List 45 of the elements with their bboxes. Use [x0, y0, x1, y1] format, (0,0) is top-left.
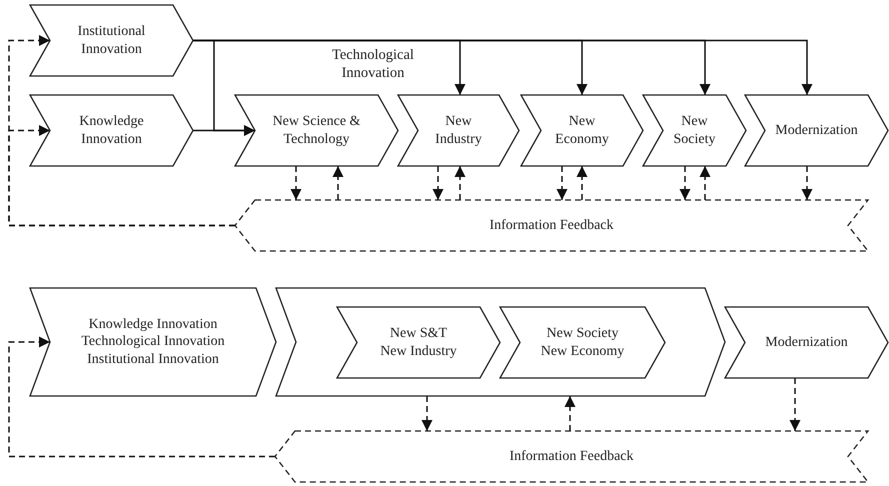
node-label: Information Feedback	[509, 448, 634, 466]
node-label: Technological Innovation	[81, 333, 225, 351]
node-label: Knowledge Innovation	[88, 316, 218, 334]
feedback-band	[235, 200, 868, 251]
node-label: New Economy	[554, 113, 610, 148]
arrow	[193, 40, 812, 95]
node-label: New Society	[546, 325, 618, 342]
node-label: Institutional Innovation	[87, 350, 219, 368]
node-label: New Economy	[540, 342, 624, 360]
node-label: New Industry	[380, 342, 457, 360]
arrow	[290, 166, 302, 200]
node-label: Information Feedback	[489, 216, 614, 234]
process-step	[235, 95, 398, 166]
arrow	[564, 396, 576, 431]
node-label: New S&T	[390, 325, 448, 342]
process-step	[398, 95, 519, 166]
arrow	[454, 166, 466, 200]
process-step	[30, 5, 193, 76]
process-step	[745, 95, 888, 166]
arrow	[576, 166, 588, 200]
arrow	[700, 166, 710, 200]
process-step	[30, 95, 193, 166]
arrow	[193, 125, 255, 136]
process-step	[725, 307, 888, 378]
arrow	[802, 166, 812, 200]
node-label: New Society	[672, 113, 716, 148]
feedback-band	[275, 431, 868, 482]
arrow	[8, 125, 235, 226]
process-step	[643, 95, 746, 166]
node-label: Modernization	[765, 334, 848, 352]
node-label: Modernization	[775, 122, 858, 140]
arrow	[8, 336, 275, 458]
arrow	[422, 396, 432, 431]
arrow	[790, 378, 800, 431]
process-step	[30, 288, 276, 396]
process-step	[521, 95, 643, 166]
arrow	[332, 166, 344, 200]
arrow	[556, 166, 568, 200]
node-label: Knowledge Innovation	[78, 113, 145, 148]
arrow	[432, 166, 444, 200]
node-label: New Science & Technology	[272, 113, 362, 148]
arrow	[680, 166, 690, 200]
line-label: Technological Innovation	[331, 46, 415, 82]
node-label: Institutional Innovation	[76, 23, 146, 58]
node-label: New Industry	[434, 113, 483, 148]
